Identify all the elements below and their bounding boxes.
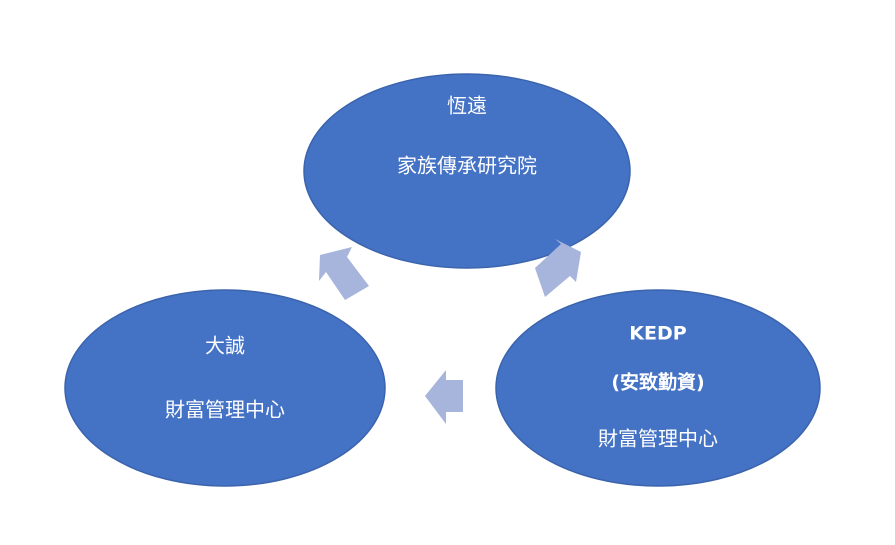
arrow-right-to-left (425, 370, 463, 424)
arrow-top-to-right (535, 239, 581, 297)
node-right-shape (495, 289, 821, 487)
arrow-top-to-right-icon (535, 239, 581, 297)
node-top-shape (303, 73, 631, 269)
node-top-title: 恆遠 (447, 94, 487, 118)
node-top-subtitle: 家族傳承研究院 (397, 154, 537, 178)
arrow-left-to-top (319, 247, 369, 300)
node-top: 恆遠 家族傳承研究院 (303, 73, 631, 269)
node-right-title: KEDP (629, 323, 686, 345)
node-left-shape (64, 289, 386, 487)
node-right-subtitle: (安致勤資) (611, 371, 704, 394)
node-left-title: 大誠 (205, 334, 245, 358)
node-right: KEDP (安致勤資) 財富管理中心 (495, 289, 821, 487)
arrow-left-to-top-icon (319, 247, 369, 300)
node-left: 大誠 財富管理中心 (64, 289, 386, 487)
node-right-caption: 財富管理中心 (598, 427, 718, 451)
arrow-right-to-left-icon (425, 370, 463, 424)
node-left-subtitle: 財富管理中心 (165, 398, 285, 422)
